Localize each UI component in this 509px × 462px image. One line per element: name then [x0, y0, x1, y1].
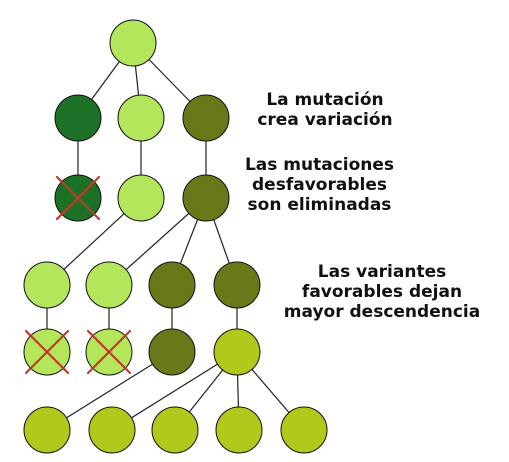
eliminated-organism-node: [54, 174, 102, 222]
organism-node: [23, 261, 71, 309]
organism-circle: [215, 406, 263, 454]
organism-circle: [148, 261, 196, 309]
caption-favorable-more-offspring: Las variantes favorables dejan mayor des…: [262, 262, 502, 322]
caption-line: favorables dejan: [301, 282, 463, 302]
eliminated-organism-node: [23, 328, 71, 376]
organism-circle: [54, 94, 102, 142]
caption-line: desfavorables: [252, 175, 387, 195]
organism-circle: [109, 19, 157, 67]
organism-node: [54, 94, 102, 142]
organism-circle: [23, 406, 71, 454]
lineage-edge: [46, 351, 173, 431]
organism-node: [213, 328, 261, 376]
organism-node: [85, 261, 133, 309]
caption-line: mayor descendencia: [283, 302, 481, 322]
organism-circle: [148, 328, 196, 376]
organism-circle: [23, 261, 71, 309]
caption-line: Las variantes: [317, 262, 447, 282]
caption-line: La mutación: [266, 90, 384, 110]
organism-node: [182, 94, 230, 142]
caption-line: Las mutaciones: [244, 155, 395, 175]
caption-unfavorable-eliminated: Las mutaciones desfavorables son elimina…: [232, 155, 407, 215]
organism-node: [109, 19, 157, 67]
organism-node: [117, 94, 165, 142]
cross-mark: [86, 329, 132, 375]
cross-mark: [24, 329, 70, 375]
organism-node: [117, 174, 165, 222]
organism-circle: [117, 94, 165, 142]
organism-circle: [182, 174, 230, 222]
caption-line: crea variación: [257, 110, 393, 130]
organism-node: [280, 406, 328, 454]
organism-node: [182, 174, 230, 222]
organism-node: [148, 261, 196, 309]
organism-node: [151, 406, 199, 454]
lineage-edge: [111, 351, 238, 431]
organism-circle: [213, 328, 261, 376]
eliminated-organism-node: [85, 328, 133, 376]
organism-node: [88, 406, 136, 454]
organism-circle: [117, 174, 165, 222]
organism-circle: [151, 406, 199, 454]
organism-node: [23, 406, 71, 454]
cross-mark: [55, 175, 101, 221]
caption-line: son eliminadas: [247, 195, 392, 215]
organism-node: [148, 328, 196, 376]
organism-node: [213, 261, 261, 309]
nodes: [23, 19, 328, 454]
caption-mutation-creates-variation: La mutación crea variación: [240, 90, 410, 130]
organism-circle: [213, 261, 261, 309]
organism-circle: [88, 406, 136, 454]
organism-circle: [280, 406, 328, 454]
organism-circle: [85, 261, 133, 309]
organism-node: [215, 406, 263, 454]
organism-circle: [182, 94, 230, 142]
